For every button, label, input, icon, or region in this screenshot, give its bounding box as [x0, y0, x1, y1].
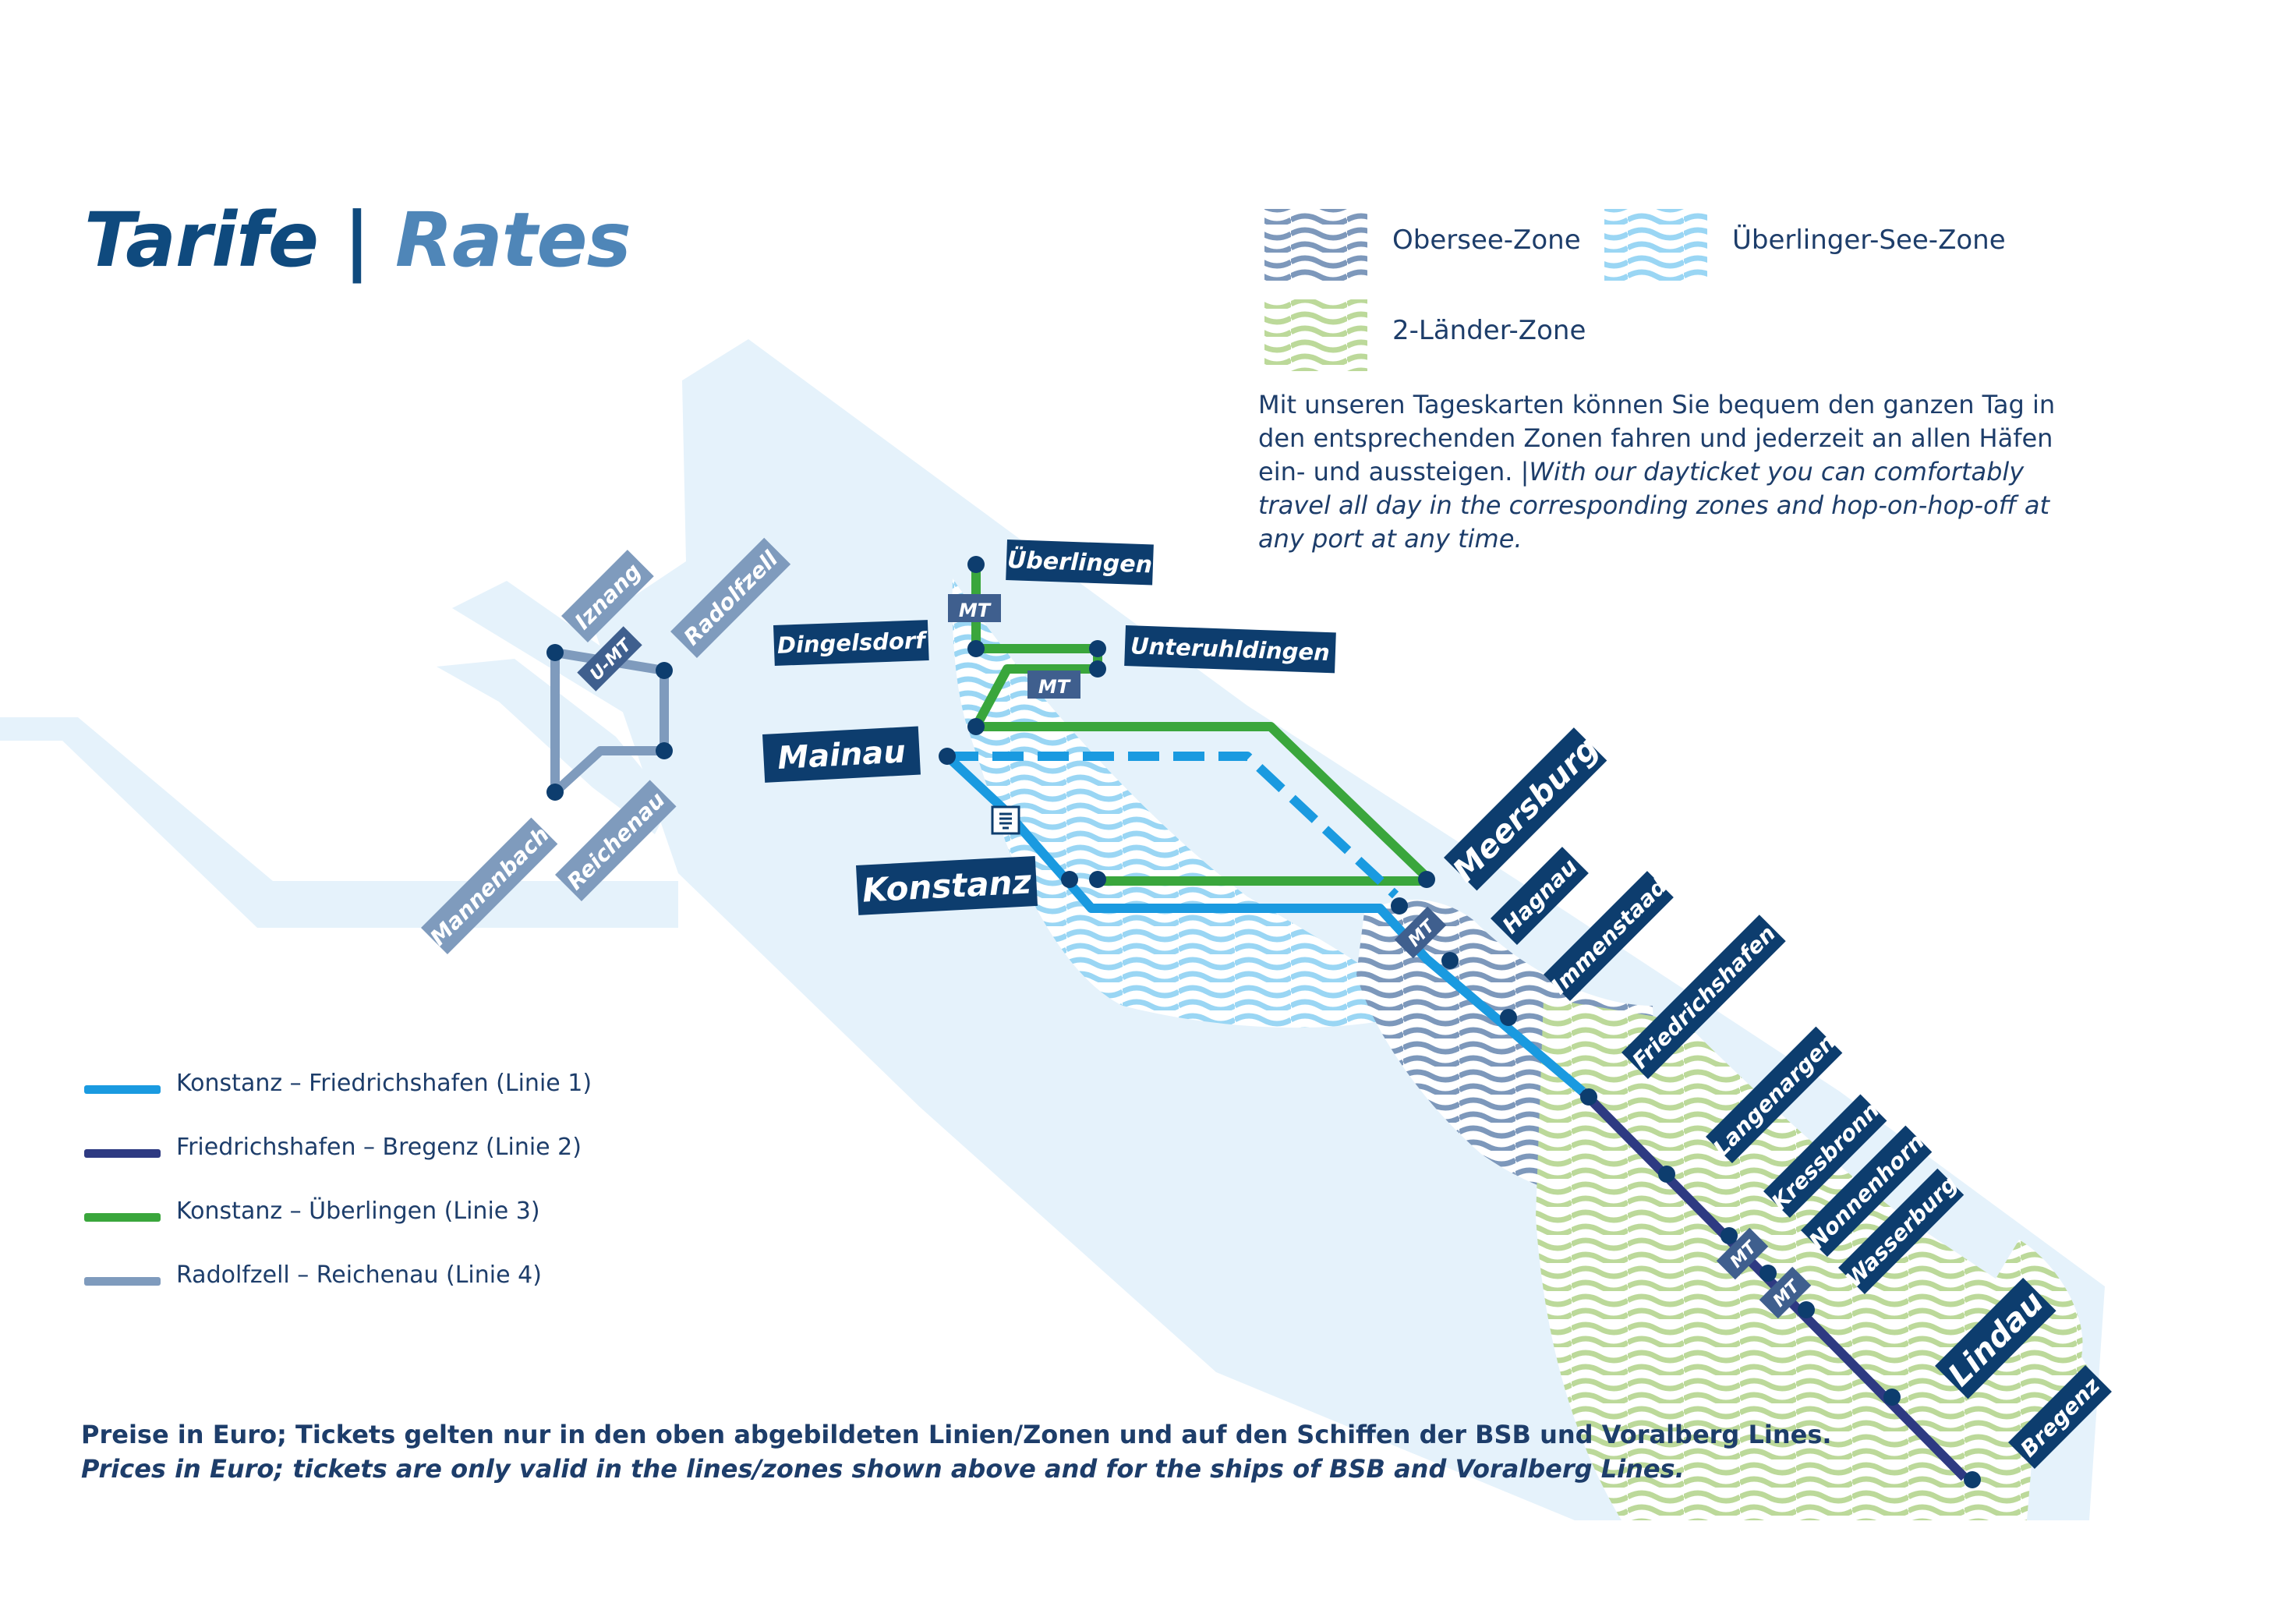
stop-lindau [1883, 1389, 1901, 1406]
mt-marker: MT [948, 594, 1001, 622]
line-swatch-linie-3 [84, 1213, 161, 1222]
svg-text:Dingelsdorf: Dingelsdorf [776, 627, 928, 659]
port-label-ueberlingen: Überlingen [1006, 540, 1154, 586]
zone-label-zwei-laender: 2-Länder-Zone [1392, 315, 1586, 346]
stop-radolfzell [656, 662, 673, 679]
port-label-konstanz: Konstanz [856, 855, 1038, 915]
route-linie-4 [550, 648, 669, 797]
svg-text:Mainau: Mainau [776, 734, 907, 777]
svg-text:Konstanz: Konstanz [861, 862, 1033, 909]
stop-ueberlingen [967, 556, 985, 573]
title-sub: Rates [394, 196, 631, 284]
price-note-en: Prices in Euro; tickets are only valid i… [81, 1454, 1685, 1484]
stop-immenstaad [1500, 1009, 1517, 1026]
port-label-dingelsdorf: Dingelsdorf [773, 620, 929, 666]
ueberlinger-see-zone-area [952, 578, 1419, 1028]
stop-hagnau [1441, 952, 1459, 969]
stop-unteruhldingen [1089, 640, 1106, 657]
stop-mainau [939, 748, 956, 765]
stop-reichenau [656, 742, 673, 759]
stop-mainau-2 [967, 718, 985, 735]
stop-meersburg-2 [1391, 897, 1408, 915]
port-label-mainau: Mainau [762, 726, 921, 783]
line-label-linie-2: Friedrichshafen – Bregenz (Linie 2) [176, 1134, 582, 1161]
svg-text:Überlingen: Überlingen [1006, 545, 1152, 578]
stop-iznang [546, 644, 564, 661]
line-label-linie-4: Radolfzell – Reichenau (Linie 4) [176, 1261, 542, 1289]
stop-bregenz [1964, 1471, 1981, 1488]
stop-konstanz [1061, 871, 1078, 888]
stop-unteruhldingen-2 [1089, 660, 1106, 678]
route-linie-2 [1579, 1088, 1968, 1481]
ticket-icon [991, 805, 1020, 835]
line-label-linie-1: Konstanz – Friedrichshafen (Linie 1) [176, 1070, 592, 1097]
line-swatch-linie-2 [84, 1149, 161, 1158]
route-linie-1 [943, 752, 1586, 1095]
stop-meersburg [1418, 871, 1435, 888]
port-label-unteruhldingen: Unteruhldingen [1124, 625, 1336, 674]
info-text: Mit unseren Tageskarten können Sie beque… [1258, 388, 2069, 556]
mt-marker: MT [1027, 670, 1080, 699]
svg-text:Meersburg: Meersburg [1446, 730, 1605, 889]
line-label-linie-3: Konstanz – Überlingen (Linie 3) [176, 1198, 540, 1225]
mt-marker-text: MT [959, 600, 992, 621]
page-title: Tarife | Rates [84, 196, 631, 284]
stop-nonnenhorn [1759, 1265, 1777, 1282]
price-note: Preise in Euro; Tickets gelten nur in de… [81, 1417, 1832, 1486]
zone-label-obersee: Obersee-Zone [1392, 225, 1581, 256]
stop-kressbronn [1721, 1227, 1738, 1244]
zwei-laender-zone-swatch [1264, 299, 1367, 371]
info-text-en: With our dayticket you can comfortably t… [1258, 457, 2050, 554]
stop-mannenbach [546, 784, 564, 801]
line-swatch-linie-1 [84, 1085, 161, 1094]
stop-friedrichshafen [1580, 1088, 1597, 1106]
route-linie-3 [971, 564, 1431, 886]
stop-langenargen [1658, 1166, 1675, 1183]
port-stops [546, 556, 1981, 1488]
obersee-zone-swatch [1264, 209, 1367, 281]
stop-wasserburg [1798, 1301, 1815, 1318]
port-label-meersburg: Meersburg [1444, 727, 1607, 891]
stop-dingelsdorf [967, 640, 985, 657]
line-swatch-linie-4 [84, 1277, 161, 1286]
zone-label-ueberlinger-see: Überlinger-See-Zone [1732, 225, 2006, 256]
mt-marker-text: MT [1038, 676, 1071, 698]
info-text-de: Mit unseren Tageskarten können Sie beque… [1258, 390, 2056, 486]
ueberlinger-see-zone-swatch [1604, 209, 1707, 281]
title-separator: | [343, 196, 370, 284]
stop-konstanz-2 [1089, 871, 1106, 888]
price-note-de: Preise in Euro; Tickets gelten nur in de… [81, 1420, 1832, 1449]
title-main: Tarife [84, 196, 319, 284]
